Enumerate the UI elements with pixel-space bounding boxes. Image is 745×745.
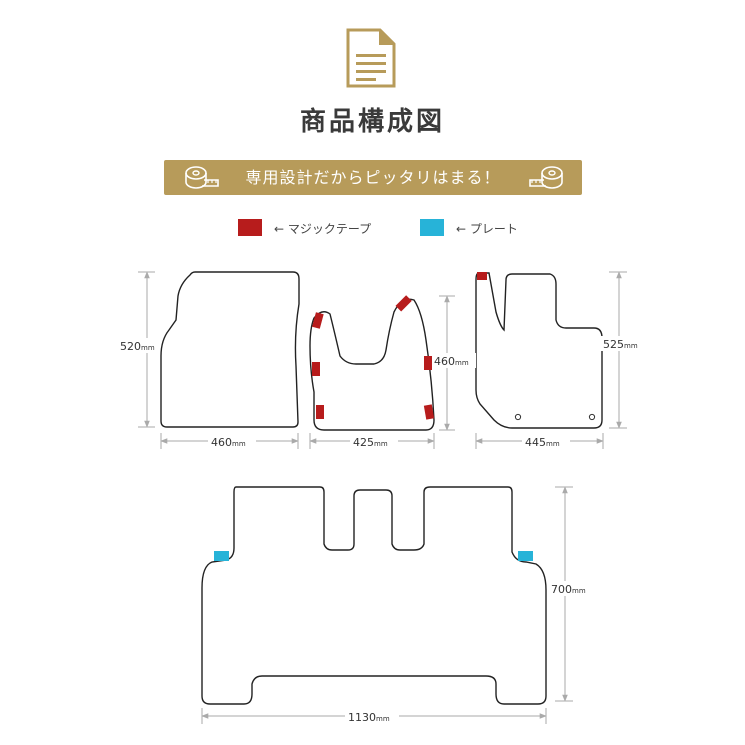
unit-label: mm bbox=[455, 359, 469, 367]
legend-magic-tape-label: ← マジックテープ bbox=[274, 222, 372, 236]
svg-text:525mm: 525mm bbox=[603, 338, 638, 351]
magic-tape bbox=[423, 404, 435, 420]
banner-text: 専用設計だからピッタリはまる！ bbox=[245, 168, 501, 187]
unit-label: mm bbox=[546, 440, 560, 448]
legend-plate-label: ← プレート bbox=[456, 222, 518, 236]
magic-tape bbox=[312, 312, 324, 329]
mount-hole bbox=[514, 413, 522, 421]
passenger-width-label: 445 bbox=[525, 436, 546, 449]
driver-width-label: 460 bbox=[211, 436, 232, 449]
magic-tape bbox=[424, 356, 432, 370]
center-height-label: 460 bbox=[434, 355, 455, 368]
magic-tape bbox=[316, 405, 324, 419]
document-icon bbox=[346, 28, 396, 88]
page-title: 商品構成図 bbox=[299, 107, 445, 137]
rear-mat-outline bbox=[201, 486, 547, 705]
svg-text:1130mm: 1130mm bbox=[348, 711, 390, 724]
center-width-label: 425 bbox=[353, 436, 374, 449]
svg-text:460mm: 460mm bbox=[434, 355, 469, 368]
measuring-tape-icon bbox=[185, 166, 219, 189]
rear-height-label: 700 bbox=[551, 583, 572, 596]
plate bbox=[214, 551, 229, 561]
center-mat-magic-tapes bbox=[312, 295, 435, 420]
passenger-mat-outline bbox=[475, 272, 603, 429]
driver-height-label: 520 bbox=[120, 340, 141, 353]
banner: 専用設計だからピッタリはまる！ bbox=[164, 160, 582, 195]
svg-text:520mm: 520mm bbox=[120, 340, 155, 353]
unit-label: mm bbox=[232, 440, 246, 448]
center-mat-outline bbox=[309, 298, 435, 431]
svg-text:700mm: 700mm bbox=[551, 583, 586, 596]
unit-label: mm bbox=[376, 715, 390, 723]
unit-label: mm bbox=[374, 440, 388, 448]
magic-tape-swatch bbox=[238, 219, 262, 236]
svg-text:460mm: 460mm bbox=[211, 436, 246, 449]
legend-plate: ← プレート bbox=[420, 219, 550, 237]
magic-tape bbox=[395, 295, 412, 312]
rear-width-label: 1130 bbox=[348, 711, 376, 724]
svg-text:445mm: 445mm bbox=[525, 436, 560, 449]
svg-text:425mm: 425mm bbox=[353, 436, 388, 449]
plate-swatch bbox=[420, 219, 444, 236]
unit-label: mm bbox=[141, 344, 155, 352]
magic-tape bbox=[477, 272, 487, 280]
mount-hole bbox=[588, 413, 596, 421]
plate bbox=[518, 551, 533, 561]
measuring-tape-icon bbox=[529, 166, 563, 189]
unit-label: mm bbox=[624, 342, 638, 350]
legend-magic-tape: ← マジックテープ bbox=[238, 219, 398, 237]
unit-label: mm bbox=[572, 587, 586, 595]
magic-tape bbox=[312, 362, 320, 376]
driver-mat-outline bbox=[160, 271, 300, 428]
passenger-height-label: 525 bbox=[603, 338, 624, 351]
